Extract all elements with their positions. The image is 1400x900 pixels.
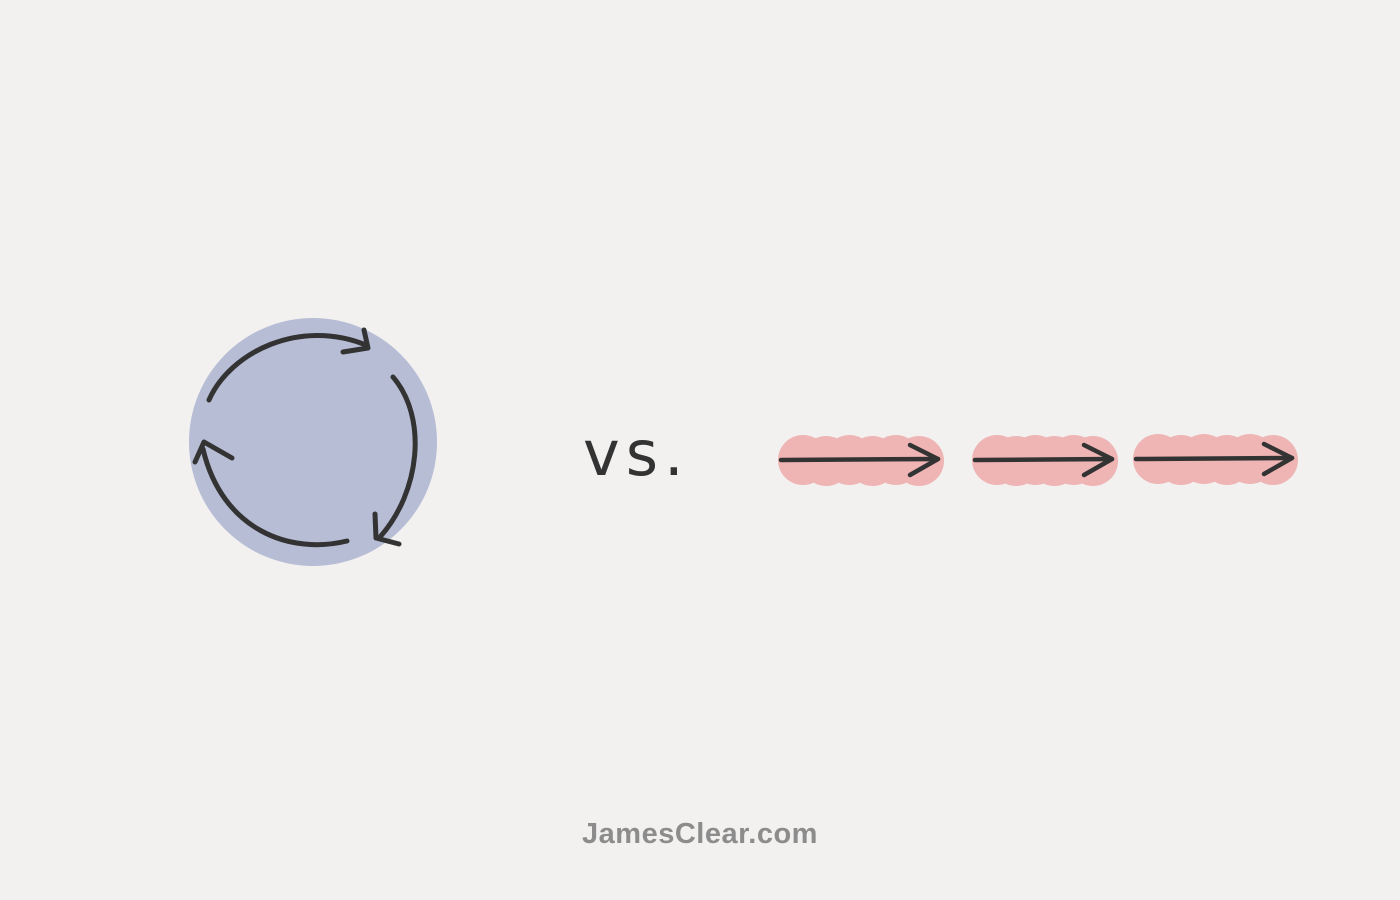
linear-arrow-head (907, 442, 941, 478)
linear-arrow-segment (972, 435, 1118, 486)
linear-arrows-icon (778, 434, 1298, 486)
cycle-arrow-bottom-left (192, 439, 350, 548)
vs-label: vs. (583, 417, 690, 490)
linear-arrow-segment (1133, 434, 1298, 485)
cycle-arrow-right (372, 374, 418, 547)
linear-arrow-head (1081, 442, 1115, 478)
footer-site-label[interactable]: JamesClear.com (582, 818, 818, 850)
cycle-background-circle (189, 318, 437, 566)
linear-arrow-segment (778, 435, 944, 486)
linear-arrow-head (1261, 441, 1295, 477)
linear-arrow-shaft (972, 456, 1115, 463)
linear-arrow-shaft (1133, 455, 1295, 462)
linear-arrow-shaft (778, 456, 941, 463)
cycle-arrow-top (206, 327, 371, 403)
cycle-arrows-icon (189, 318, 437, 566)
